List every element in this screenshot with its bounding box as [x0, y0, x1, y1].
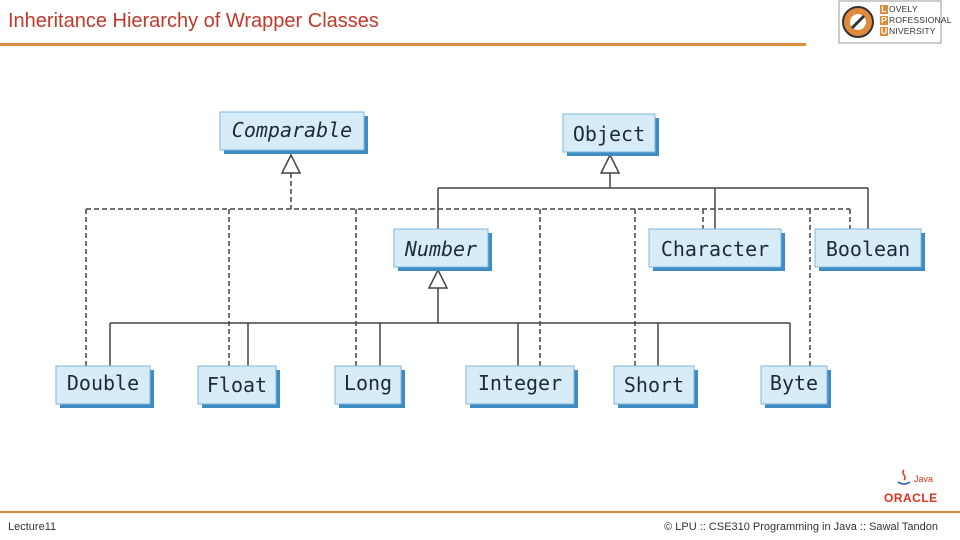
class-box-byte: Byte	[760, 365, 831, 408]
class-label-object: Object	[573, 122, 645, 146]
number-arrowhead-icon	[427, 268, 449, 289]
class-label-character: Character	[661, 237, 769, 261]
class-box-double: Double	[55, 365, 154, 408]
class-label-number: Number	[404, 237, 477, 261]
class-box-float: Float	[197, 365, 280, 408]
class-box-comparable: Comparable	[219, 111, 368, 154]
class-box-short: Short	[613, 365, 698, 408]
university-logo-icon	[838, 0, 942, 44]
java-oracle-logo-icon: Java ORACLE	[884, 469, 938, 505]
comparable-arrowhead-icon	[280, 153, 302, 174]
object-arrowhead-icon	[599, 153, 621, 174]
class-label-double: Double	[67, 371, 139, 395]
oracle-text: ORACLE	[884, 491, 938, 505]
class-box-character: Character	[648, 228, 785, 271]
class-label-comparable: Comparable	[232, 118, 352, 142]
class-box-number: Number	[393, 228, 492, 271]
footer-lecture: Lecture11	[8, 521, 57, 533]
java-text: Java	[914, 474, 933, 484]
class-label-long: Long	[344, 371, 392, 395]
class-box-long: Long	[334, 365, 405, 408]
footer-copyright: © LPU :: CSE310 Programming in Java :: S…	[664, 521, 938, 533]
footer-rule	[0, 511, 960, 513]
class-label-boolean: Boolean	[826, 237, 910, 261]
slide-title: Inheritance Hierarchy of Wrapper Classes	[8, 10, 379, 32]
class-box-object: Object	[562, 113, 659, 156]
comparable-implementation-lines	[85, 173, 851, 367]
number-inheritance-lines	[109, 288, 791, 367]
class-label-integer: Integer	[478, 371, 562, 395]
class-box-integer: Integer	[465, 365, 578, 408]
object-inheritance-lines	[437, 173, 869, 232]
class-label-float: Float	[207, 373, 267, 397]
class-label-byte: Byte	[770, 371, 818, 395]
class-label-short: Short	[624, 373, 684, 397]
title-underline	[0, 43, 806, 46]
class-box-boolean: Boolean	[814, 228, 925, 271]
